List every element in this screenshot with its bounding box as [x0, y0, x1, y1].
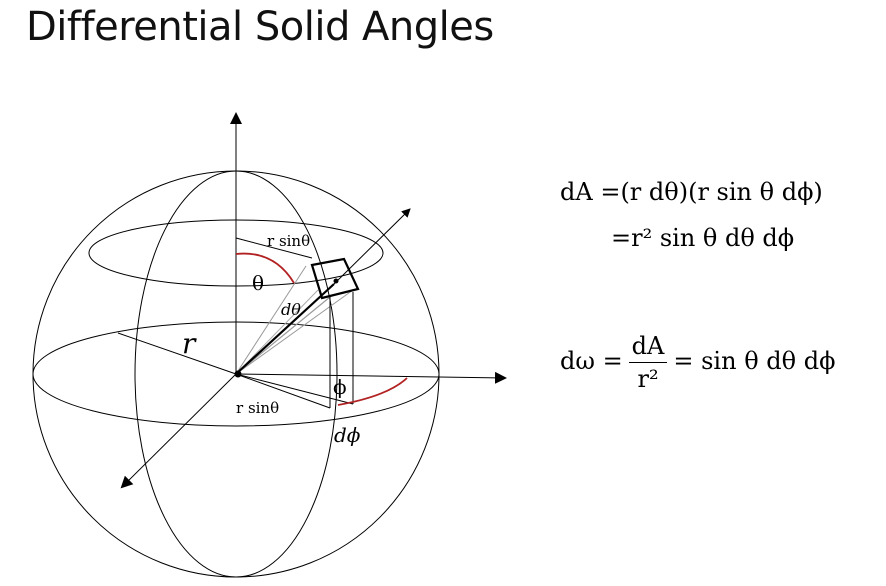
rsin-top-line — [235, 237, 313, 259]
label-dphi: dϕ — [334, 423, 361, 447]
equation-dA-lhs: dA = — [560, 178, 621, 206]
x-axis-arrow — [120, 373, 237, 489]
equation-dA-line1: dA =(r dθ)(r sin θ dϕ) — [560, 178, 823, 206]
equation-dA-line2-rhs: r² sin θ dθ dϕ — [631, 224, 795, 252]
origin-dot — [234, 370, 242, 378]
rsin-bottom-line-1 — [235, 373, 331, 409]
equation-domega-numerator: dA — [628, 332, 668, 363]
slide-title: Differential Solid Angles — [26, 4, 494, 50]
radius-line — [117, 332, 237, 375]
patch-center-dot — [333, 278, 339, 284]
equation-domega-denominator: r² — [637, 365, 659, 393]
ray-gray-3 — [235, 296, 331, 375]
label-rsintheta-top: r sinθ — [267, 232, 310, 250]
equation-dA-eq: = — [611, 224, 632, 252]
direction-ray-ext — [333, 208, 411, 285]
equation-domega-lhs: dω = — [560, 347, 623, 375]
label-phi: ϕ — [333, 375, 347, 399]
equation-dA-line2: =r² sin θ dθ dϕ — [611, 224, 794, 252]
ray-gray-1 — [235, 265, 307, 375]
theta-arc — [235, 252, 295, 284]
rsin-bottom-line-2 — [235, 373, 354, 405]
ray-gray-2 — [235, 289, 354, 375]
surface-patch — [310, 257, 360, 300]
label-rsintheta-bottom: r sinθ — [236, 399, 279, 417]
equation-domega-rhs: = sin θ dθ dϕ — [673, 347, 836, 375]
phi-arc — [337, 377, 408, 406]
direction-ray — [235, 283, 335, 375]
label-theta: θ — [252, 271, 264, 295]
label-r: r — [182, 327, 197, 360]
label-dtheta: dθ — [281, 300, 301, 319]
equation-dA-rhs: (r dθ)(r sin θ dϕ) — [620, 178, 823, 206]
y-axis-arrow — [235, 371, 507, 384]
